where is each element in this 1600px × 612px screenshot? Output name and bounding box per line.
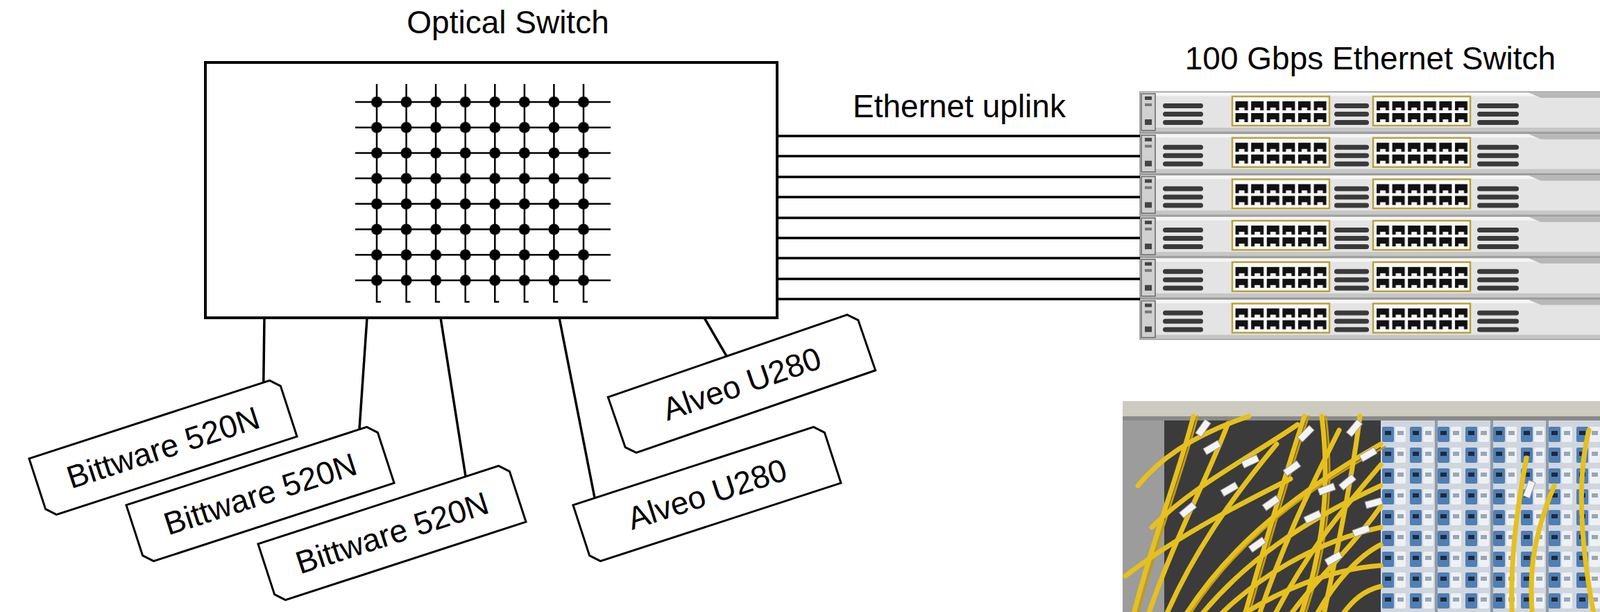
fiber-cabling-photo (1490, 420, 1494, 612)
fiber-cabling-photo (1522, 480, 1536, 499)
fiber-cabling-photo (1335, 586, 1381, 612)
switch-rack-units (1139, 174, 1600, 216)
fiber-cabling-photo (1122, 401, 1600, 612)
ethernet-switch-stack: 100 Gbps Ethernet Switch (1139, 91, 1600, 340)
fiber-cabling-photo (1241, 454, 1260, 468)
switch-rack-units (1139, 133, 1600, 174)
fiber-link (359, 317, 368, 429)
fiber-cabling-photo (1262, 495, 1280, 511)
fiber-cabling-photo (1359, 447, 1378, 463)
fiber-cabling-photo (1125, 478, 1291, 576)
fiber-cabling-photo (1581, 430, 1596, 612)
switch-rack-units (1139, 92, 1600, 340)
fiber-cabling-photo (1364, 497, 1383, 509)
card-outline (258, 462, 526, 603)
fiber-cabling-photo (1195, 419, 1211, 437)
fiber-link (263, 317, 265, 383)
fiber-link (704, 317, 727, 356)
fpga-card: Alveo U280 (606, 310, 877, 458)
fiber-cabling-photo (1339, 473, 1357, 490)
card-outline (607, 312, 875, 456)
optical-switch-box: Optical Switch (203, 61, 779, 320)
uplink-cable (778, 175, 1140, 179)
crossbar-grid (355, 83, 611, 302)
uplink-cable (778, 256, 1140, 260)
fiber-cabling-photo (1531, 485, 1555, 612)
uplink-cable (778, 134, 1140, 138)
uplink-cable (778, 195, 1140, 199)
fiber-cabling-photo (1346, 419, 1363, 438)
device-heading: 100 Gbps Ethernet Switch (1185, 40, 1556, 78)
fiber-cabling-photo (1179, 419, 1536, 566)
uplink-cable (778, 216, 1140, 220)
fiber-cabling-photo (1203, 440, 1222, 456)
fiber-cabling-photo (1135, 416, 1385, 612)
fiber-cabling-photo (1545, 420, 1549, 612)
fiber-cabling-photo (1269, 464, 1381, 612)
fiber-cabling-photo (1434, 420, 1438, 612)
fiber-cabling-photo (1511, 457, 1527, 612)
fiber-cabling-photo (1179, 501, 1197, 518)
fiber-cabling-photo (1303, 509, 1322, 524)
fiber-cabling-photo (1283, 506, 1381, 612)
fiber-cabling-photo (1282, 460, 1301, 476)
fiber-cabling-photo (1125, 416, 1596, 612)
fiber-cabling-photo (1122, 401, 1600, 417)
uplink-cable (778, 297, 1140, 301)
uplink-cable (778, 236, 1140, 240)
fiber-cabling-photo (1324, 551, 1343, 567)
fiber-cabling-photo (1311, 544, 1381, 612)
device-heading: Optical Switch (406, 4, 609, 41)
fiber-link (440, 317, 466, 476)
fiber-cabling-photo (1380, 420, 1600, 612)
fiber-link (559, 317, 595, 498)
link-label: Ethernet uplink (848, 88, 1070, 125)
uplink-cable (778, 277, 1140, 281)
switch-rack-units (1139, 257, 1600, 298)
fiber-cabling-photo (1317, 482, 1336, 496)
fiber-cabling-photo (1137, 416, 1249, 486)
fiber-cabling-photo (1297, 416, 1326, 612)
switch-rack-units (1139, 299, 1600, 340)
fiber-cabling-photo (1248, 537, 1266, 553)
fiber-cabling-photo (1352, 524, 1371, 538)
uplink-cable (778, 154, 1140, 158)
fpga-card: Alveo U280 (571, 423, 843, 566)
fiber-cabling-photo (1321, 416, 1360, 612)
switch-rack-units (1139, 216, 1600, 257)
fiber-cabling-photo (1122, 401, 1600, 612)
fiber-cabling-photo (1297, 425, 1315, 442)
fiber-cabling-photo (1220, 482, 1239, 497)
switch-rack-units (1139, 92, 1600, 133)
card-outline (573, 423, 841, 564)
crossbar-dots (362, 89, 599, 294)
